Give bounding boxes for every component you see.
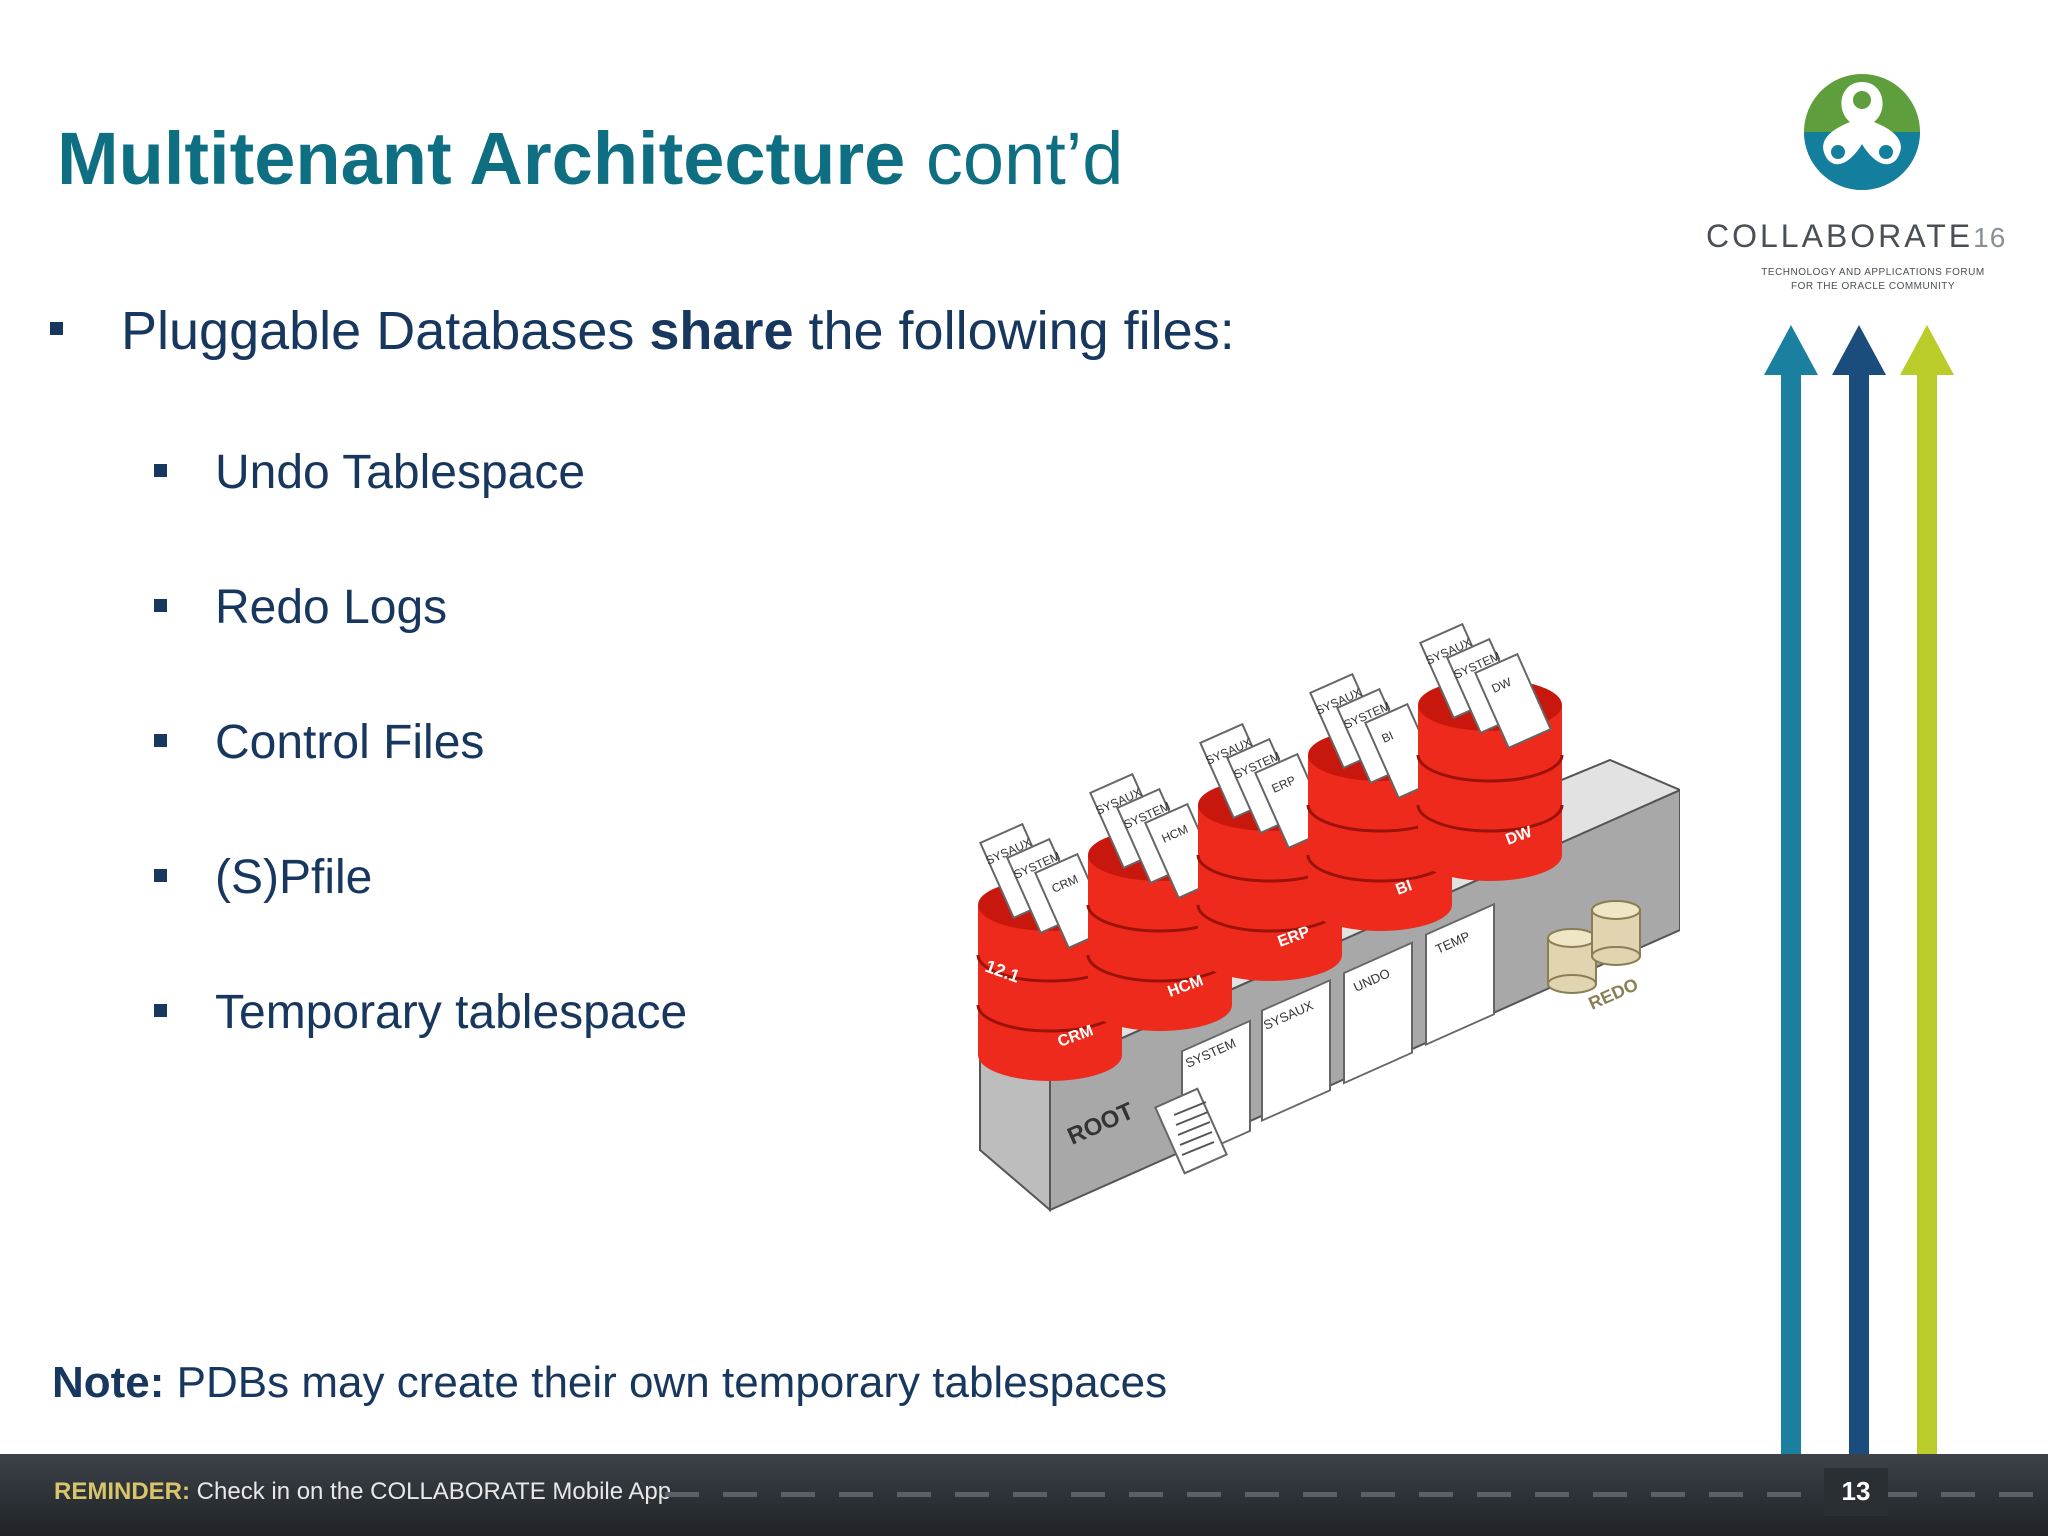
logo-number: 16 bbox=[1973, 222, 2007, 253]
main-bullet-post: the following files: bbox=[793, 301, 1235, 361]
pdb-cylinder: SYSAUX SYSTEM HCM HCM bbox=[1086, 772, 1234, 1031]
sub-bullet-text: (S)Pfile bbox=[215, 851, 373, 904]
sub-bullet: Temporary tablespace bbox=[154, 985, 687, 1040]
root-file: SYSAUX bbox=[1261, 978, 1331, 1122]
sub-bullet: Control Files bbox=[154, 715, 484, 770]
sub-bullet: Undo Tablespace bbox=[154, 445, 585, 500]
bullet-square-icon bbox=[154, 463, 167, 477]
multitenant-diagram: ROOT SYSTEM SYSAUX UNDO TEMP REDO SYSAUX bbox=[976, 622, 1680, 1213]
footer-bar: REMINDER: Check in on the COLLABORATE Mo… bbox=[0, 1454, 2048, 1536]
pdb-file-label: BI bbox=[1380, 728, 1396, 745]
sub-bullet-text: Temporary tablespace bbox=[215, 986, 688, 1039]
reminder-label: REMINDER: bbox=[54, 1478, 190, 1505]
footer-dashes bbox=[665, 1492, 2035, 1497]
bullet-square-icon bbox=[50, 322, 63, 336]
arrow-lime-icon bbox=[1900, 325, 1954, 1460]
arrow-teal-icon bbox=[1764, 325, 1818, 1460]
collaborate-logo-icon bbox=[1804, 74, 1920, 190]
control-file-icon bbox=[1154, 1087, 1228, 1175]
sub-bullet-text: Redo Logs bbox=[215, 581, 448, 634]
bullet-square-icon bbox=[154, 1003, 167, 1017]
slide-title: Multitenant Architecture cont’d bbox=[57, 118, 1123, 199]
note-label: Note: bbox=[52, 1358, 165, 1407]
logo-wordmark: COLLABORATE16 bbox=[1706, 218, 2006, 255]
root-file: UNDO bbox=[1343, 941, 1413, 1085]
title-rest: cont’d bbox=[905, 117, 1124, 200]
sub-bullet-text: Control Files bbox=[215, 716, 485, 769]
logo-wordmark-text: COLLABORATE bbox=[1706, 218, 1974, 254]
bullet-square-icon bbox=[154, 598, 167, 612]
bullet-square-icon bbox=[154, 868, 167, 882]
sub-bullet: (S)Pfile bbox=[154, 850, 372, 905]
main-bullet-bold: share bbox=[649, 301, 794, 361]
decorative-arrows bbox=[1764, 325, 1954, 1460]
logo-tagline-line: TECHNOLOGY AND APPLICATIONS FORUM bbox=[1761, 267, 1985, 278]
pdb-name-label: BI bbox=[1394, 877, 1415, 898]
note-text: PDBs may create their own temporary tabl… bbox=[164, 1358, 1168, 1407]
page-number: 13 bbox=[1841, 1476, 1871, 1506]
bullet-square-icon bbox=[154, 733, 167, 747]
arrow-navy-icon bbox=[1832, 325, 1886, 1460]
sub-bullet-text: Undo Tablespace bbox=[215, 446, 586, 499]
reminder-text: Check in on the COLLABORATE Mobile App bbox=[190, 1478, 672, 1505]
main-bullet-pre: Pluggable Databases bbox=[121, 301, 650, 361]
title-bold: Multitenant Architecture bbox=[57, 117, 906, 200]
logo-tagline-line: FOR THE ORACLE COMMUNITY bbox=[1790, 280, 1956, 292]
root-file: TEMP bbox=[1425, 902, 1495, 1046]
pdb-cylinder: SYSAUX SYSTEM DW DW bbox=[1416, 622, 1564, 881]
footer-reminder: REMINDER: Check in on the COLLABORATE Mo… bbox=[54, 1478, 671, 1506]
slide-note: Note: PDBs may create their own temporar… bbox=[52, 1358, 1167, 1408]
sub-bullet: Redo Logs bbox=[154, 580, 447, 635]
logo-tagline: TECHNOLOGY AND APPLICATIONS FORUM FOR THE… bbox=[1700, 266, 2046, 293]
page-number-background bbox=[1824, 1468, 1888, 1516]
main-bullet: Pluggable Databases share the following … bbox=[50, 300, 1235, 362]
